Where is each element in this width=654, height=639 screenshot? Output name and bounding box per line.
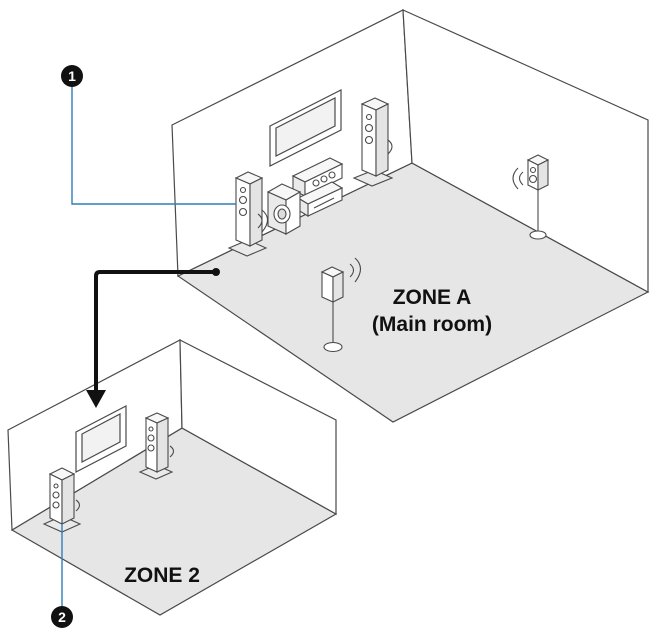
zone-2-right-speaker-icon: [138, 412, 175, 480]
marker-2: 2: [51, 606, 73, 628]
zone-2-tv-icon: [75, 405, 127, 473]
zone-a-front-left-speaker-icon: [227, 171, 269, 257]
marker-1-number: 1: [68, 68, 76, 84]
zone-a-tv-icon: [269, 89, 342, 167]
zone-a-title: ZONE A: [393, 286, 472, 309]
zone-2-right-wall: [179, 339, 337, 516]
zone-a-surround-left-speaker-icon: [320, 257, 362, 353]
zone-a-front-right-speaker-icon: [352, 97, 394, 187]
marker-2-number: 2: [58, 609, 66, 625]
leader-line-1: [71, 86, 236, 205]
zone-connection-arrow: [86, 268, 220, 408]
zone-2-title: ZONE 2: [124, 564, 200, 587]
zone-a-subtitle: (Main room): [372, 313, 492, 336]
zone-a-right-wall: [402, 9, 649, 294]
zone-a-surround-right-speaker-icon: [512, 154, 550, 240]
zone-a-subwoofer-icon: [266, 183, 302, 235]
marker-1: 1: [61, 65, 83, 87]
leader-lines: [61, 86, 236, 606]
zone-2-left-speaker-icon: [42, 467, 82, 533]
